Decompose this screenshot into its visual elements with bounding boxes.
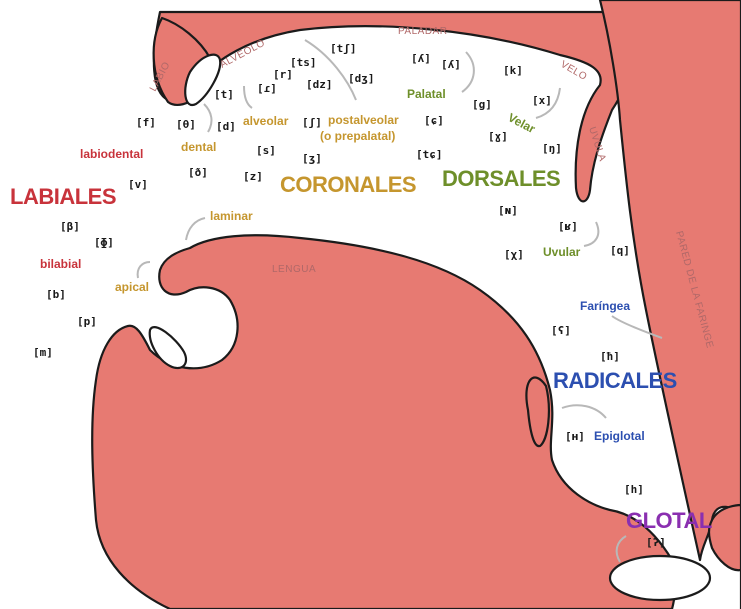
sym-glottal: [ʔ] xyxy=(646,536,666,549)
place-apical: apical xyxy=(115,280,149,294)
place-laminar: laminar xyxy=(210,209,253,223)
sym-p: [p] xyxy=(77,315,97,328)
anat-lengua: LENGUA xyxy=(272,264,316,275)
sym-dz: [dz] xyxy=(306,78,333,91)
place-alveolar: alveolar xyxy=(243,114,289,128)
sym-ctail: [ɕ] xyxy=(424,114,444,127)
arrow-apical xyxy=(138,262,150,278)
sym-chi: [χ] xyxy=(504,248,524,261)
sym-r-tap: [ɾ] xyxy=(257,82,277,95)
sym-pharyngeal: [ʕ] xyxy=(551,324,571,337)
region-radicales: RADICALES xyxy=(553,368,677,393)
arrow-laminar xyxy=(186,218,205,240)
sym-s: [s] xyxy=(256,144,276,157)
arrow-epiglotal xyxy=(562,405,606,418)
sym-m: [m] xyxy=(33,346,53,359)
place-velar: Velar xyxy=(506,110,538,136)
sym-small-n: [ɴ] xyxy=(498,204,518,217)
sym-dezh: [dʒ] xyxy=(348,72,375,85)
sym-ezh: [ʒ] xyxy=(302,152,322,165)
sym-b: [b] xyxy=(46,288,66,301)
sym-theta: [θ] xyxy=(176,118,196,131)
sym-turned-y: [ʎ] xyxy=(411,52,431,65)
arrow-dental xyxy=(204,104,211,132)
sym-esh: [ʃ] xyxy=(302,116,322,129)
sym-tesh: [tʃ] xyxy=(330,42,357,55)
place-uvular: Uvular xyxy=(543,245,581,259)
place-prepalatal: (o prepalatal) xyxy=(320,129,395,143)
sym-x: [x] xyxy=(532,94,552,107)
sym-phi: [ɸ] xyxy=(94,236,114,249)
sym-lambda: [ʎ] xyxy=(441,58,461,71)
sym-h: [h] xyxy=(624,483,644,496)
place-bilabial: bilabial xyxy=(40,257,81,271)
glottis-ring xyxy=(610,556,710,600)
sym-eng: [ŋ] xyxy=(542,142,562,155)
place-faringea: Faríngea xyxy=(580,299,630,313)
region-glotal: GLOTAL xyxy=(626,508,712,533)
region-labiales: LABIALES xyxy=(10,184,116,209)
sym-q: [q] xyxy=(610,244,630,257)
region-dorsales: DORSALES xyxy=(442,166,560,191)
sym-t: [t] xyxy=(214,88,234,101)
arrow-uvular xyxy=(584,222,598,246)
place-palatal: Palatal xyxy=(407,87,446,101)
place-epiglotal: Epiglotal xyxy=(594,429,645,443)
place-dental: dental xyxy=(181,140,216,154)
sym-gamma: [ɣ] xyxy=(488,130,508,143)
sym-g: [g] xyxy=(472,98,492,111)
sym-v: [v] xyxy=(128,178,148,191)
sym-ts: [ts] xyxy=(290,56,317,69)
sym-hbar: [ħ] xyxy=(600,350,620,363)
sym-inv-r: [ʁ] xyxy=(558,220,578,233)
sym-f: [f] xyxy=(136,116,156,129)
sym-d: [d] xyxy=(216,120,236,133)
arrow-alveolar xyxy=(244,86,252,108)
arrow-palatal xyxy=(462,52,474,92)
sym-r: [r] xyxy=(273,68,293,81)
sym-beta: [β] xyxy=(60,220,80,233)
sym-eth: [ð] xyxy=(188,166,208,179)
anat-paladar: PALADAR xyxy=(398,26,447,37)
sym-epi-h: [ʜ] xyxy=(565,430,585,443)
sym-tc: [tɕ] xyxy=(416,148,443,161)
region-coronales: CORONALES xyxy=(280,172,416,197)
place-postalveolar: postalveolar xyxy=(328,113,399,127)
sym-k: [k] xyxy=(503,64,523,77)
place-labiodental: labiodental xyxy=(80,147,143,161)
tongue-shape xyxy=(92,235,675,609)
sym-z: [z] xyxy=(243,170,263,183)
